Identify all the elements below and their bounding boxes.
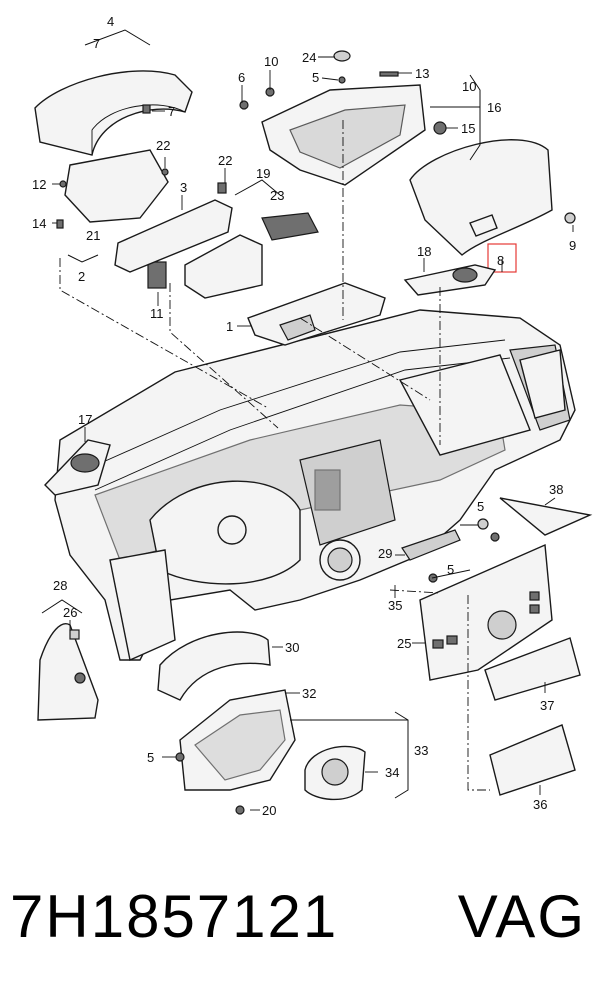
callout-9: 9 (569, 238, 576, 253)
callout-10-b: 10 (462, 79, 476, 94)
footer: 7H1857121 VAG (0, 872, 600, 962)
upper-cover-4 (34, 70, 193, 289)
callout-15: 15 (461, 121, 475, 136)
callout-8: 8 (497, 253, 504, 268)
leader-lines (41, 29, 574, 811)
callout-22: 22 (156, 138, 170, 153)
callout-34: 34 (385, 765, 399, 780)
speaker-cover-17 (44, 439, 111, 496)
dashboard-panel (54, 309, 576, 661)
callout-11: 11 (150, 306, 164, 321)
callout-24: 24 (302, 50, 316, 65)
part-number: 7H1857121 (10, 883, 339, 950)
callout-20: 20 (262, 803, 276, 818)
callout-6: 6 (238, 70, 245, 85)
callout-35: 35 (388, 598, 402, 613)
callout-14: 14 (32, 216, 46, 231)
callout-4: 4 (107, 14, 114, 29)
center-panel-25 (419, 543, 553, 681)
pad-38 (499, 497, 593, 536)
callout-30: 30 (285, 640, 299, 655)
callout-13: 13 (415, 66, 429, 81)
guide-lines (59, 120, 490, 791)
callout-5-e: 5 (147, 750, 154, 765)
callout-5: 5 (312, 70, 319, 85)
callout-2: 2 (78, 269, 85, 284)
glovebox-housing-16 (261, 84, 447, 186)
tray-37 (484, 637, 581, 701)
callout-5-c: 5 (477, 499, 484, 514)
callout-23: 23 (270, 188, 284, 203)
callout-7-b: 7 (168, 104, 175, 119)
callout-38: 38 (549, 482, 563, 497)
callout-32: 32 (302, 686, 316, 701)
vent-cover-18 (403, 264, 497, 296)
callout-12: 12 (32, 177, 46, 192)
exploded-parts-diagram: 4 7 10 6 24 5 13 10 16 15 7 22 22 3 12 1… (32, 14, 593, 818)
brand-name: VAG (457, 883, 586, 950)
pillar-trim-28 (37, 623, 99, 721)
instrument-cover-30 (157, 631, 271, 701)
callout-33: 33 (414, 743, 428, 758)
callout-18: 18 (417, 244, 431, 259)
callout-1: 1 (226, 319, 233, 334)
tray-1 (247, 282, 386, 346)
storage-box-19 (184, 212, 319, 299)
fasteners (56, 50, 500, 815)
callout-17: 17 (78, 412, 92, 427)
callout-5-d: 5 (447, 562, 454, 577)
switch-strip-29 (401, 529, 461, 561)
callout-26: 26 (63, 605, 77, 620)
callout-28: 28 (53, 578, 67, 593)
callout-22-b: 22 (218, 153, 232, 168)
column-trim-32 (179, 689, 296, 791)
callout-25: 25 (397, 636, 411, 651)
glovebox-lid-8 (409, 139, 576, 273)
callout-37: 37 (540, 698, 554, 713)
callout-7: 7 (93, 36, 100, 51)
compartment-36 (489, 724, 576, 796)
callout-21: 21 (86, 228, 100, 243)
ring-trim-34 (304, 745, 366, 801)
callout-19: 19 (256, 166, 270, 181)
bracket-3 (114, 182, 233, 273)
callout-29: 29 (378, 546, 392, 561)
callout-10: 10 (264, 54, 278, 69)
callout-16: 16 (487, 100, 501, 115)
callout-36: 36 (533, 797, 547, 812)
callout-3: 3 (180, 180, 187, 195)
callout-labels: 4 7 10 6 24 5 13 10 16 15 7 22 22 3 12 1… (32, 14, 576, 818)
